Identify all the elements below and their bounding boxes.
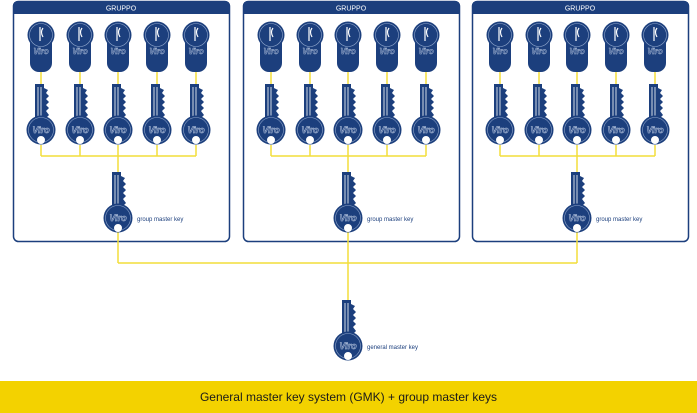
user-key-2: Viro: [65, 84, 95, 145]
group-master-label: group master key: [367, 217, 413, 223]
brand-logo: Viro: [187, 125, 205, 135]
lock-cylinder-3: Viro: [563, 21, 591, 72]
brand-logo: Viro: [379, 47, 394, 56]
brand-logo: Viro: [568, 213, 586, 223]
lock-cylinder-1: Viro: [486, 21, 514, 72]
user-key-4: Viro: [372, 84, 402, 145]
brand-logo: Viro: [109, 125, 127, 135]
brand-logo: Viro: [33, 47, 48, 56]
brand-logo: Viro: [72, 47, 87, 56]
lock-cylinder-4: Viro: [602, 21, 630, 72]
brand-logo: Viro: [492, 47, 507, 56]
user-key-1: Viro: [26, 84, 56, 145]
lock-cylinder-3: Viro: [334, 21, 362, 72]
brand-logo: Viro: [491, 125, 509, 135]
lock-cylinder-2: Viro: [525, 21, 553, 72]
group-master-key: Viro: [333, 172, 363, 233]
brand-logo: Viro: [417, 125, 435, 135]
brand-logo: Viro: [378, 125, 396, 135]
brand-logo: Viro: [32, 125, 50, 135]
general-master-label: general master key: [367, 345, 418, 351]
brand-logo: Viro: [339, 213, 357, 223]
user-key-4: Viro: [601, 84, 631, 145]
group-master-label: group master key: [137, 217, 183, 223]
group-master-key: Viro: [103, 172, 133, 233]
brand-logo: Viro: [149, 47, 164, 56]
lock-cylinder-5: Viro: [412, 21, 440, 72]
brand-logo: Viro: [569, 47, 584, 56]
brand-logo: Viro: [568, 125, 586, 135]
brand-logo: Viro: [647, 47, 662, 56]
user-key-2: Viro: [295, 84, 325, 145]
user-key-3: Viro: [333, 84, 363, 145]
lock-cylinder-3: Viro: [104, 21, 132, 72]
lock-cylinder-5: Viro: [641, 21, 669, 72]
user-key-4: Viro: [142, 84, 172, 145]
group-master-key: Viro: [562, 172, 592, 233]
brand-logo: Viro: [302, 47, 317, 56]
brand-logo: Viro: [339, 341, 357, 351]
group-master-label: group master key: [596, 217, 642, 223]
lock-cylinder-4: Viro: [143, 21, 171, 72]
user-key-1: Viro: [485, 84, 515, 145]
brand-logo: Viro: [608, 47, 623, 56]
brand-logo: Viro: [148, 125, 166, 135]
brand-logo: Viro: [71, 125, 89, 135]
brand-logo: Viro: [530, 125, 548, 135]
user-key-1: Viro: [256, 84, 286, 145]
brand-logo: Viro: [646, 125, 664, 135]
user-key-2: Viro: [524, 84, 554, 145]
brand-logo: Viro: [531, 47, 546, 56]
lock-cylinder-1: Viro: [27, 21, 55, 72]
lock-cylinder-2: Viro: [296, 21, 324, 72]
lock-cylinder-5: Viro: [182, 21, 210, 72]
group-title: GRUPPO: [565, 6, 596, 13]
group-title: GRUPPO: [336, 6, 367, 13]
brand-logo: Viro: [110, 47, 125, 56]
general-master-key: Viro: [333, 300, 363, 361]
brand-logo: Viro: [188, 47, 203, 56]
brand-logo: Viro: [109, 213, 127, 223]
brand-logo: Viro: [418, 47, 433, 56]
user-key-5: Viro: [411, 84, 441, 145]
lock-cylinder-4: Viro: [373, 21, 401, 72]
brand-logo: Viro: [301, 125, 319, 135]
brand-logo: Viro: [340, 47, 355, 56]
lock-cylinder-2: Viro: [66, 21, 94, 72]
user-key-5: Viro: [640, 84, 670, 145]
caption-bar: General master key system (GMK) + group …: [0, 381, 697, 413]
user-key-5: Viro: [181, 84, 211, 145]
brand-logo: Viro: [262, 125, 280, 135]
brand-logo: Viro: [339, 125, 357, 135]
user-key-3: Viro: [562, 84, 592, 145]
group-title: GRUPPO: [106, 6, 137, 13]
lock-cylinder-1: Viro: [257, 21, 285, 72]
brand-logo: Viro: [263, 47, 278, 56]
user-key-3: Viro: [103, 84, 133, 145]
caption-text: General master key system (GMK) + group …: [199, 390, 498, 404]
master-key-diagram: GRUPPOViroViroViroViroViroViroViroViroVi…: [12, 0, 690, 361]
brand-logo: Viro: [607, 125, 625, 135]
